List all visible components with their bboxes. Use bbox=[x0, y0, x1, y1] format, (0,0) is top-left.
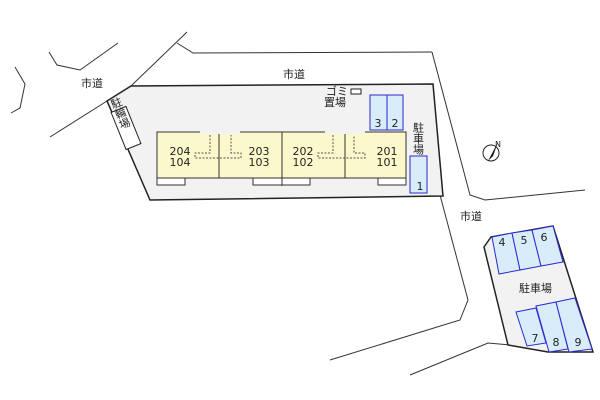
parking-number: 2 bbox=[392, 117, 399, 130]
unit-upper: 202 bbox=[293, 145, 314, 158]
parking-number: 7 bbox=[532, 332, 539, 345]
unit-upper: 203 bbox=[249, 145, 270, 158]
road-label-left: 市道 bbox=[81, 76, 103, 90]
parking-number: 9 bbox=[575, 336, 582, 349]
road-label-top: 市道 bbox=[283, 67, 305, 81]
parking-space bbox=[555, 297, 593, 353]
garbage-area bbox=[350, 88, 362, 95]
building bbox=[156, 130, 407, 186]
parking-space bbox=[386, 94, 404, 131]
parking-label-lower: 駐車場 bbox=[519, 281, 552, 295]
parking-number: 4 bbox=[499, 236, 506, 249]
unit-lower: 102 bbox=[293, 156, 314, 169]
road-label-right: 市道 bbox=[460, 209, 482, 223]
north-arrow-icon: N bbox=[482, 140, 501, 162]
parking-label-main: 駐車場 bbox=[412, 121, 425, 156]
unit-lower: 104 bbox=[170, 156, 191, 169]
parking-number: 3 bbox=[375, 117, 382, 130]
parking-number: 5 bbox=[521, 234, 528, 247]
unit-lower: 101 bbox=[377, 156, 398, 169]
parking-space bbox=[409, 155, 428, 194]
parking-number: 1 bbox=[417, 180, 424, 193]
parking-number: 8 bbox=[553, 336, 560, 349]
unit-upper: 204 bbox=[170, 145, 191, 158]
compass-label: N bbox=[495, 140, 501, 149]
garbage-label-2: 置場 bbox=[324, 96, 346, 109]
unit-upper: 201 bbox=[377, 145, 398, 158]
parking-number: 6 bbox=[541, 231, 548, 244]
parking-space bbox=[531, 225, 564, 267]
unit-lower: 103 bbox=[249, 156, 270, 169]
garbage-label-1: ゴミ bbox=[326, 84, 348, 98]
